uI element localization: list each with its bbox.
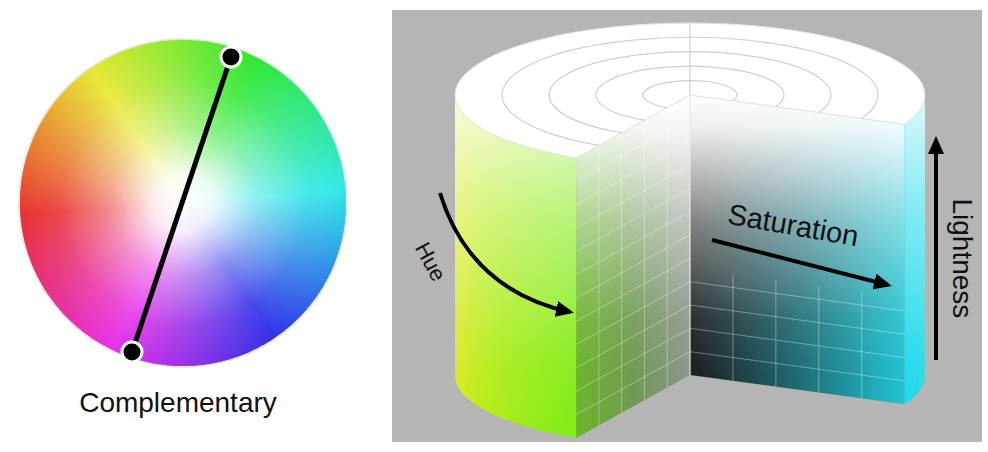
grid-line: [576, 165, 690, 228]
top-radial-line: [689, 23, 690, 95]
hsl-cylinder: [455, 23, 925, 438]
lightness-arrow: [934, 140, 938, 360]
axis-label: Lightness: [947, 198, 978, 318]
grid-line: [576, 352, 690, 415]
grid-line: [690, 352, 905, 381]
face-grid: [690, 274, 905, 398]
cut-face-light: [690, 95, 905, 404]
grid-line: [732, 274, 733, 380]
outer-light-overlay: [905, 95, 925, 404]
outer-surface: [905, 95, 925, 404]
face-grid: [576, 108, 690, 426]
complementary-dot: [122, 342, 142, 362]
grid-line: [576, 305, 690, 368]
diagram-caption-label: Complementary: [79, 388, 277, 419]
complementary-dot: [221, 47, 241, 67]
grid-line: [576, 188, 690, 251]
wheel-shadow: [18, 38, 348, 368]
wheel-white-center: [20, 40, 346, 366]
grid-line: [576, 235, 690, 298]
hue-arrow: [440, 193, 570, 312]
complementary-line: [132, 57, 231, 352]
gray-panel: [392, 10, 982, 442]
center-axis: [689, 95, 690, 375]
cut-face: [690, 95, 905, 404]
grid-line: [690, 305, 905, 334]
grid-line: [576, 282, 690, 345]
wheel-hues: [20, 40, 346, 366]
grid-line: [690, 282, 905, 311]
color-wheel: [18, 38, 348, 368]
grid-line: [775, 280, 776, 386]
axis-label: Hue: [410, 239, 450, 286]
grid-line: [690, 328, 905, 357]
grid-line: [818, 286, 819, 392]
saturation-arrow: [712, 240, 888, 285]
grid-line: [576, 212, 690, 275]
grid-line: [576, 258, 690, 321]
grid-line: [861, 292, 862, 398]
grid-line: [576, 328, 690, 391]
axis-label: Saturation: [725, 199, 861, 253]
grid-line: [576, 142, 690, 205]
